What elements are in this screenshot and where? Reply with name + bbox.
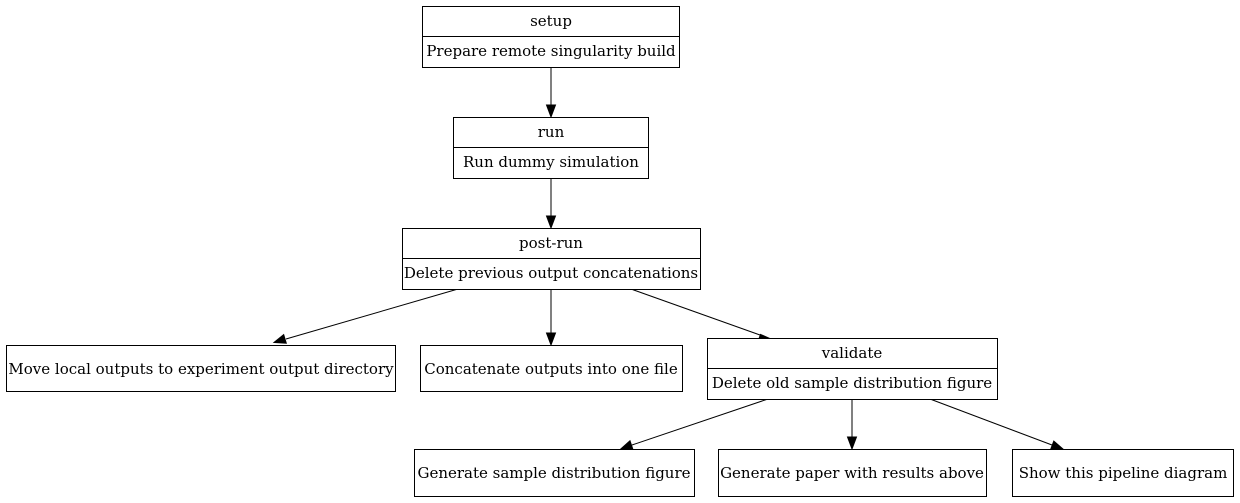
node-gen-paper: Generate paper with results above [718,449,987,497]
node-show-diagram: Show this pipeline diagram [1012,449,1234,497]
arrowhead-setup-run [545,104,557,119]
node-move-outputs: Move local outputs to experiment output … [6,345,396,392]
node-validate-text: Delete old sample distribution figure [712,374,992,392]
arrowhead-validate-show-diagram [1049,440,1065,451]
node-move-outputs-text: Move local outputs to experiment output … [8,360,394,378]
node-setup-text: Prepare remote singularity build [426,42,676,60]
node-run-title: run [538,123,565,141]
node-run-text: Run dummy simulation [463,153,639,171]
arrowhead-post-run-concatenate [545,332,557,347]
node-setup-title: setup [530,12,572,30]
edge-post-run-validate [630,288,761,336]
node-run: run Run dummy simulation [453,117,649,179]
node-post-run-text: Delete previous output concatenations [404,264,698,282]
node-concatenate-text: Concatenate outputs into one file [424,360,678,378]
node-post-run-title: post-run [519,234,583,252]
node-gen-figure-text: Generate sample distribution figure [417,464,690,482]
edge-validate-gen-figure [631,398,769,446]
arrowhead-validate-gen-paper [846,436,858,451]
node-validate-title: validate [821,344,883,362]
node-concatenate: Concatenate outputs into one file [420,345,683,392]
node-setup: setup Prepare remote singularity build [422,6,680,68]
arrowhead-post-run-move-outputs [272,333,287,344]
node-gen-paper-text: Generate paper with results above [720,464,984,482]
edge-post-run-move-outputs [285,288,459,340]
arrowhead-validate-gen-figure [619,439,634,450]
node-post-run: post-run Delete previous output concaten… [402,228,701,290]
arrowhead-run-post-run [545,215,557,230]
node-validate: validate Delete old sample distribution … [707,338,998,400]
edge-validate-show-diagram [929,398,1053,446]
node-gen-figure: Generate sample distribution figure [414,449,695,497]
node-show-diagram-text: Show this pipeline diagram [1019,464,1228,482]
